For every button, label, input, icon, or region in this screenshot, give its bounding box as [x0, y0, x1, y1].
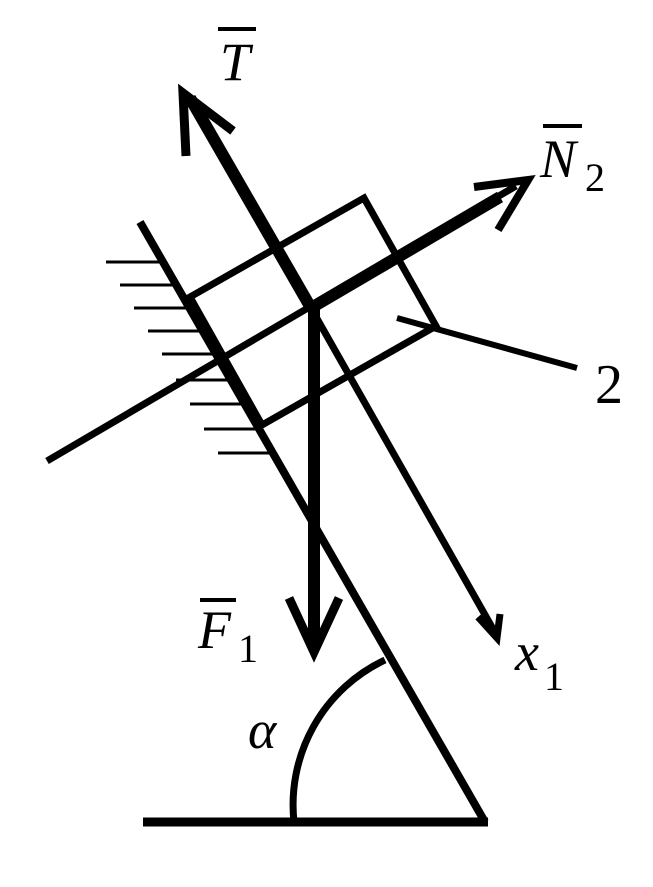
normal-force-label: N 2 — [539, 124, 605, 200]
x1-axis-label: x 1 — [514, 622, 564, 699]
gravity-force-label: F 1 — [197, 598, 258, 671]
svg-text:T: T — [220, 32, 254, 92]
incline-hatching — [106, 260, 272, 455]
x1-axis-arrowhead — [475, 613, 504, 647]
normal-force-thick-segment — [307, 191, 504, 314]
body-number-label: 2 — [595, 354, 623, 416]
svg-text:N: N — [539, 129, 579, 189]
gravity-force-arrowhead — [284, 596, 344, 663]
tension-force-arrowhead — [178, 83, 236, 157]
svg-text:1: 1 — [238, 626, 258, 671]
svg-text:1: 1 — [544, 654, 564, 699]
body-number-leader — [396, 315, 578, 371]
tension-force-line — [184, 95, 317, 311]
svg-text:2: 2 — [585, 155, 605, 200]
tension-label: T — [218, 27, 256, 92]
normal-force-arrowhead — [473, 174, 536, 233]
angle-arc — [289, 656, 387, 823]
x1-axis-line — [307, 306, 501, 638]
angle-label: α — [248, 700, 278, 760]
svg-text:x: x — [514, 622, 539, 682]
svg-text:F: F — [197, 600, 232, 660]
